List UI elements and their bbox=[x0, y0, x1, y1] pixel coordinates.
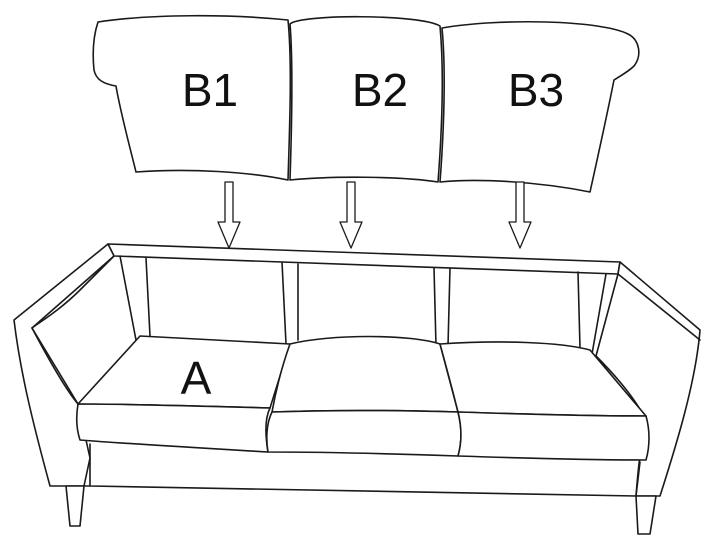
seat-cushions bbox=[75, 335, 650, 461]
arrow-b3 bbox=[508, 181, 532, 249]
left-arm bbox=[13, 243, 115, 487]
placement-arrows bbox=[217, 181, 532, 249]
leg-left bbox=[65, 485, 85, 527]
leg-right bbox=[635, 495, 657, 535]
back-cushions bbox=[92, 14, 640, 193]
back-cushion-b2 bbox=[289, 15, 443, 183]
label-b3: B3 bbox=[508, 64, 564, 116]
arrow-b1 bbox=[217, 181, 241, 249]
sofa-legs bbox=[65, 485, 657, 535]
sofa-frame bbox=[13, 243, 701, 497]
label-a: A bbox=[181, 352, 212, 404]
label-b1: B1 bbox=[182, 64, 238, 116]
back-cushion-b1 bbox=[92, 14, 292, 181]
label-b2: B2 bbox=[352, 64, 408, 116]
back-cushion-b3 bbox=[439, 20, 640, 193]
arrow-b2 bbox=[339, 181, 363, 249]
seat-cushion-middle bbox=[271, 335, 459, 413]
